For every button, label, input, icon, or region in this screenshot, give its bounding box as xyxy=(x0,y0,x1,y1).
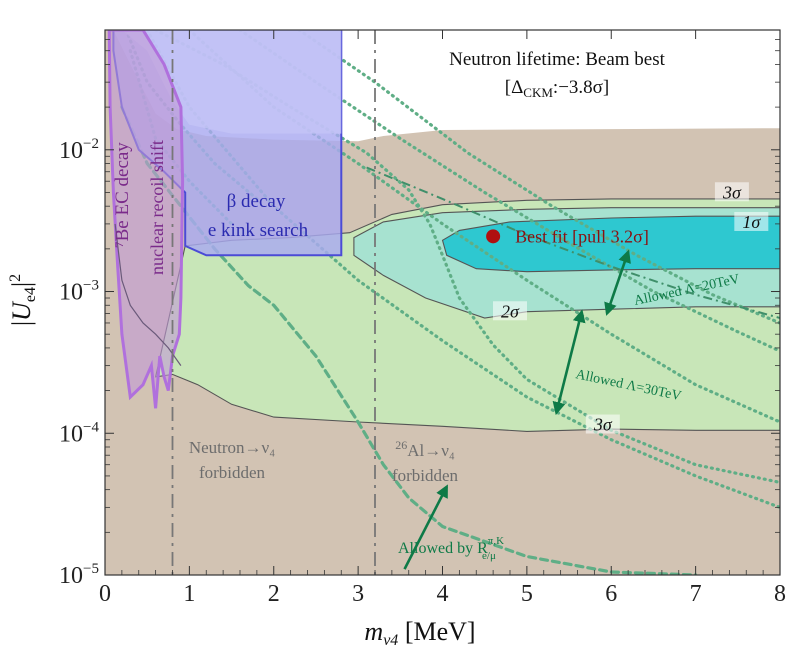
x-tick-label: 8 xyxy=(774,581,786,607)
excluded-boxes xyxy=(107,30,343,409)
best-fit-label: Best fit [pull 3.2σ] xyxy=(515,226,649,246)
plot-area xyxy=(105,30,780,575)
x-tick-label: 1 xyxy=(183,581,195,607)
contour-label-3sigma-bg xyxy=(714,182,749,202)
be7-ec-decay-label: ⁷Be EC decay xyxy=(112,142,133,248)
header-line1: Neutron lifetime: Beam best xyxy=(449,49,666,70)
contour-labels: 1σ 2σ 3σ 3σ xyxy=(493,182,769,435)
neutron-forbidden-label2: forbidden xyxy=(199,463,266,482)
allowed-arrow-0 xyxy=(604,249,631,316)
contour-label-3sigma: 3σ xyxy=(722,182,742,202)
contour-1sigma xyxy=(441,215,780,273)
x-tick-label: 6 xyxy=(605,581,617,607)
vertical-lines xyxy=(171,30,376,575)
y-tick-label: 10−2 xyxy=(59,136,99,164)
allowed-arrows xyxy=(403,249,631,570)
x-tick-label: 7 xyxy=(690,581,702,607)
x-tick-label: 2 xyxy=(268,581,280,607)
y-tick-label: 10−4 xyxy=(59,419,99,447)
best-fit-point xyxy=(486,229,501,244)
y-tick-label: 10−3 xyxy=(59,278,99,306)
dash-dot-bound-line xyxy=(366,166,780,319)
x-tick-label: 5 xyxy=(521,581,533,607)
nuclear-recoil-shift-label: nuclear recoil shift xyxy=(147,140,167,275)
neutron-forbidden-label1: Neutron→ν₄ xyxy=(189,438,275,457)
contour-label-2sigma-bg xyxy=(493,301,527,321)
x-axis-title: mν4 [MeV] xyxy=(364,617,475,649)
contour-label-extra-0: 3σ xyxy=(593,415,613,435)
allowed-arrow-2 xyxy=(403,484,448,570)
contour-label-1sigma-bg xyxy=(734,211,769,231)
contour-label-1sigma: 1σ xyxy=(742,212,761,232)
x-tick-label: 3 xyxy=(352,581,364,607)
x-tick-labels: 0 1 2 3 4 5 6 7 8 xyxy=(99,581,786,607)
y-tick-label: 10−5 xyxy=(59,561,99,589)
y-axis-title: |Ue4|2 xyxy=(7,274,39,326)
y-tick-labels: 10−5 10−4 10−3 10−2 xyxy=(59,136,99,589)
contour-label-extra-0-bg xyxy=(585,414,620,434)
be7-ec-decay-region xyxy=(107,30,185,409)
header-line2: [ΔCKM:−3.8σ] xyxy=(505,77,610,100)
be7-inner-contour xyxy=(114,223,182,366)
x-tick-label: 0 xyxy=(99,581,111,607)
al26-forbidden-label2: forbidden xyxy=(392,466,459,485)
contour-label-2sigma: 2σ xyxy=(501,301,520,321)
x-tick-label: 4 xyxy=(437,581,449,607)
axis-ticks xyxy=(104,29,781,576)
kink-search-label: e kink search xyxy=(208,220,309,241)
dotted-bound-line xyxy=(297,30,780,325)
beta-decay-label: β decay xyxy=(227,191,286,212)
beta-decay-upper-region xyxy=(121,30,342,134)
allowed-arrow-1 xyxy=(552,309,586,416)
al26-forbidden-label1: 26Al→ν₄ xyxy=(395,438,455,460)
